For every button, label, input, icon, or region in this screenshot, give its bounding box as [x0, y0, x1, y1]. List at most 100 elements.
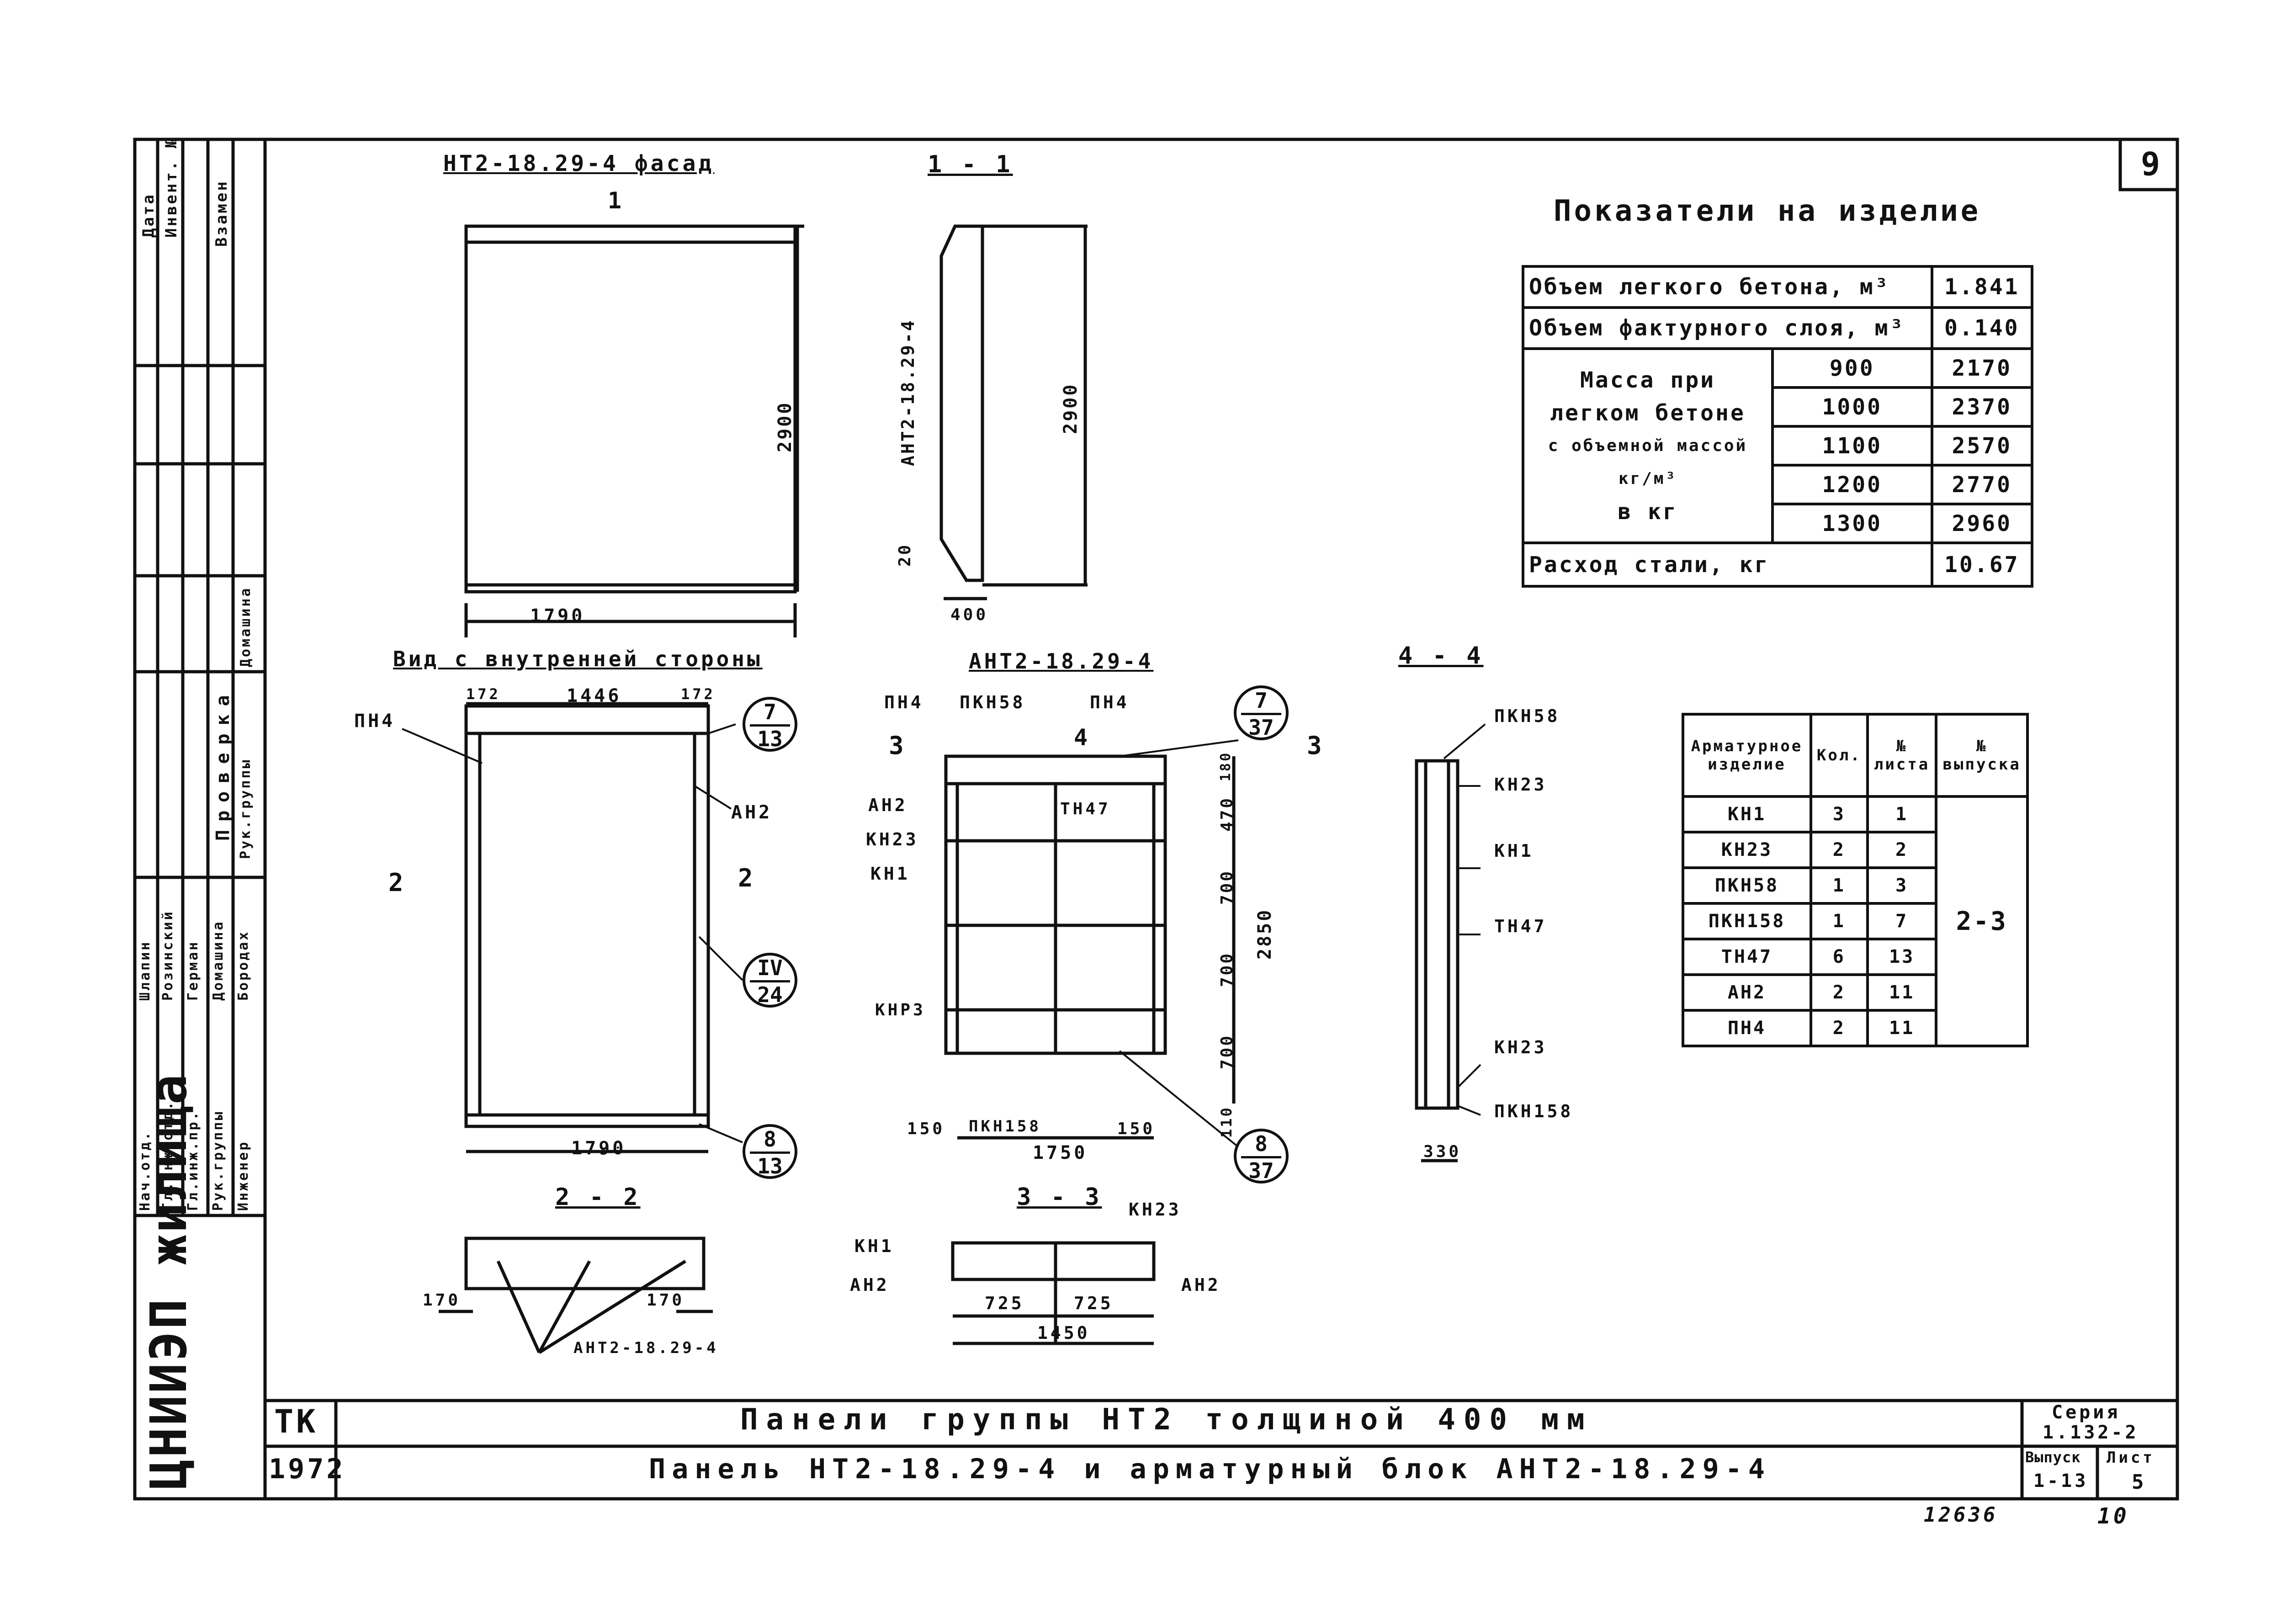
density-1000: 1000 — [1771, 386, 1933, 428]
stamp-inv: Инвент. № — [162, 137, 180, 238]
an2-label: АН2 — [731, 802, 773, 823]
mass-900: 2170 — [1930, 347, 2033, 389]
density-1100: 1100 — [1771, 425, 1933, 467]
stamp-replace: Взамен — [212, 180, 231, 247]
mass-1300: 2960 — [1930, 503, 2033, 544]
s3-an2: АН2 — [850, 1275, 890, 1295]
s3-725b: 725 — [1074, 1293, 1114, 1313]
s1-20-dim: 20 — [896, 543, 914, 567]
block-470: 470 — [1218, 796, 1237, 832]
facing-volume-label: Объем фактурного слоя, м³ — [1522, 306, 1933, 350]
stamp-role-4: Рук.группы — [210, 1110, 226, 1211]
stamp-check-role: Рук.группы — [238, 758, 254, 859]
cut-mark-2-left: 2 — [388, 868, 406, 897]
stamp-role-2: Гл.инж.отд. — [160, 1100, 176, 1211]
block-knr3: КНР3 — [875, 1001, 926, 1019]
stamp-name-2: Розинский — [160, 910, 176, 1001]
block-title: АНТ2-18.29-4 — [969, 649, 1154, 674]
section-3-title: 3 - 3 — [1017, 1184, 1102, 1211]
stamp-name-1: Шлапин — [137, 940, 153, 1001]
facing-volume-value: 0.140 — [1930, 306, 2033, 350]
steel-value: 10.67 — [1930, 541, 2033, 588]
steel-label: Расход стали, кг — [1522, 541, 1933, 588]
s3-1450: 1450 — [1037, 1323, 1090, 1343]
block-700b: 700 — [1218, 951, 1237, 987]
cut-mark-2-right: 2 — [738, 864, 756, 892]
block-150b: 150 — [1117, 1120, 1156, 1138]
section-4-title: 4 - 4 — [1398, 642, 1484, 669]
issue-label: Выпуск — [2025, 1449, 2081, 1466]
footer-code: 12636 — [1924, 1503, 1998, 1527]
s1-400-dim: 400 — [950, 605, 989, 624]
s1-height-dim: 2900 — [1060, 382, 1081, 434]
sheet-number: 9 — [2141, 145, 2163, 183]
stamp-name-3: Герман — [185, 940, 201, 1001]
indicators-table: Объем легкого бетона, м³ 1.841 Объем фак… — [1522, 265, 2033, 588]
block-2850: 2850 — [1254, 908, 1275, 960]
rebar-table: Арматурное изделие Кол. № листа № выпуск… — [1682, 713, 2029, 1047]
inside-172-dim: 172 — [466, 685, 501, 703]
s3-kn23: КН23 — [1129, 1199, 1182, 1220]
footer-page: 10 — [2097, 1503, 2129, 1529]
block-pn4a: ПН4 — [884, 692, 924, 712]
inside-172b-dim: 172 — [681, 685, 716, 703]
stamp-role-5: Инженер — [235, 1140, 251, 1211]
title-line-1: Панели группы НТ2 толщиной 400 мм — [740, 1403, 1593, 1437]
s2-170b: 170 — [647, 1291, 685, 1310]
s2-block: АНТ2-18.29-4 — [573, 1339, 719, 1357]
stamp-role-3: Гл.инж.пр. — [185, 1110, 201, 1211]
s4-kn23: КН23 — [1494, 775, 1547, 795]
block-pkn158: ПКН158 — [969, 1117, 1041, 1136]
title-tk: ТК — [274, 1403, 318, 1440]
rebar-header-item: Арматурное изделие — [1682, 713, 1812, 798]
s3-725a: 725 — [985, 1293, 1024, 1313]
block-tn47: ТН47 — [1060, 800, 1111, 818]
s3-an2b: АН2 — [1181, 1275, 1221, 1295]
cut-mark-3-right: 3 — [1307, 731, 1325, 760]
block-110: 110 — [1218, 1106, 1235, 1138]
block-180: 180 — [1218, 751, 1234, 781]
stamp-check: Проверка — [212, 687, 234, 841]
inside-view-title: Вид с внутренней стороны — [393, 647, 763, 671]
pn4-label: ПН4 — [354, 711, 396, 732]
cut-mark-4: 4 — [1074, 724, 1091, 751]
inside-width-dim: 1790 — [571, 1138, 626, 1159]
mass-1200: 2770 — [1930, 464, 2033, 505]
density-1300: 1300 — [1771, 503, 1933, 544]
s4-330: 330 — [1423, 1142, 1462, 1161]
series-value: 1.132-2 — [2043, 1422, 2139, 1443]
light-volume-value: 1.841 — [1930, 265, 2033, 309]
stamp-name-5: Бородах — [235, 930, 251, 1001]
sheet-value: 5 — [2132, 1470, 2147, 1494]
sheet-label: Лист — [2107, 1449, 2155, 1467]
s1-block-label: АНТ2-18.29-4 — [898, 318, 918, 466]
stamp-check-name: Домашина — [238, 586, 254, 668]
rebar-header-issue: № выпуска — [1935, 713, 2029, 798]
stamp-name-4: Домашина — [210, 920, 226, 1001]
section-1-title: 1 - 1 — [928, 151, 1013, 178]
section-2-title: 2 - 2 — [555, 1184, 641, 1211]
s4-kn23b: КН23 — [1494, 1037, 1547, 1057]
facade-width-dim: 1790 — [530, 605, 585, 626]
block-1750: 1750 — [1033, 1142, 1088, 1163]
stamp-date: Дата — [139, 193, 158, 238]
mass-label: Масса при легком бетоне с объемной массо… — [1522, 347, 1774, 544]
facade-height-dim: 2900 — [775, 401, 796, 452]
rebar-header-qty: Кол. — [1809, 713, 1869, 798]
cut-mark-3-left: 3 — [889, 731, 907, 760]
density-1200: 1200 — [1771, 464, 1933, 505]
rebar-issue: 2-3 — [1935, 795, 2029, 1047]
indicators-title: Показатели на изделие — [1554, 194, 1981, 228]
issue-value: 1-13 — [2033, 1470, 2089, 1491]
stamp-role-1: Нач.отд. — [137, 1130, 153, 1211]
inside-1446-dim: 1446 — [567, 685, 622, 706]
block-150a: 150 — [907, 1120, 945, 1138]
